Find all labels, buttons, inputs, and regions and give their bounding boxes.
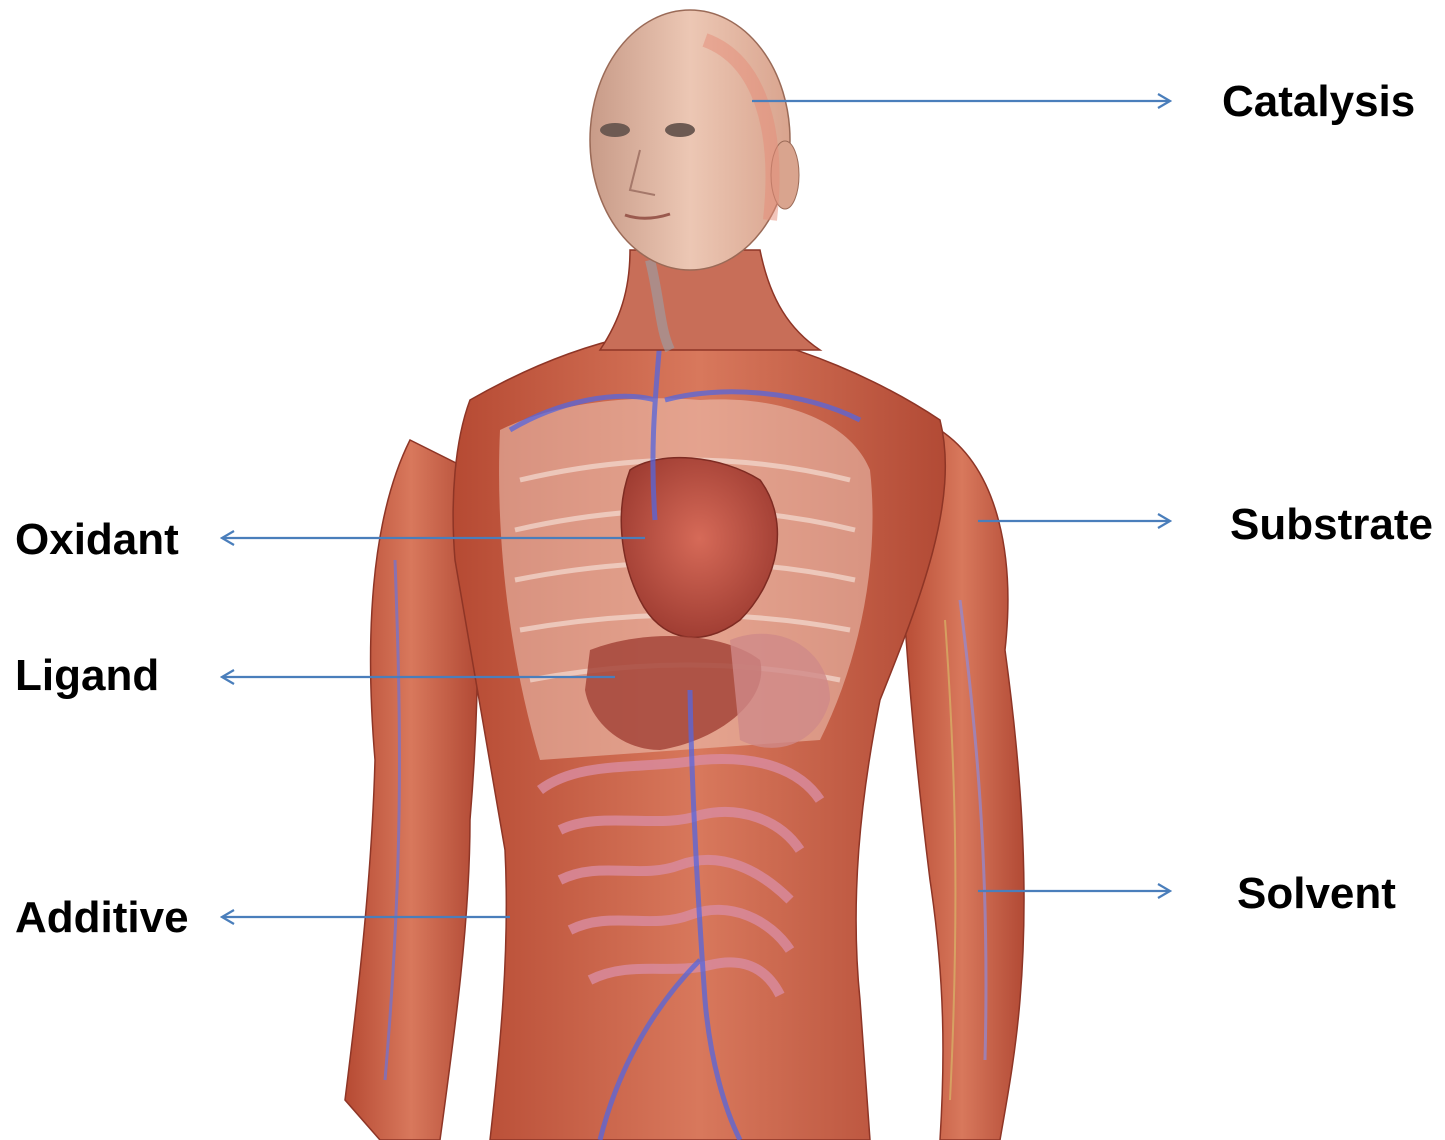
label-catalysis: Catalysis — [1222, 80, 1415, 124]
head — [590, 10, 799, 270]
torso — [453, 330, 945, 1140]
label-substrate: Substrate — [1230, 503, 1433, 547]
label-additive: Additive — [15, 896, 189, 940]
label-oxidant: Oxidant — [15, 518, 179, 562]
label-solvent: Solvent — [1237, 872, 1396, 916]
label-ligand: Ligand — [15, 654, 159, 698]
